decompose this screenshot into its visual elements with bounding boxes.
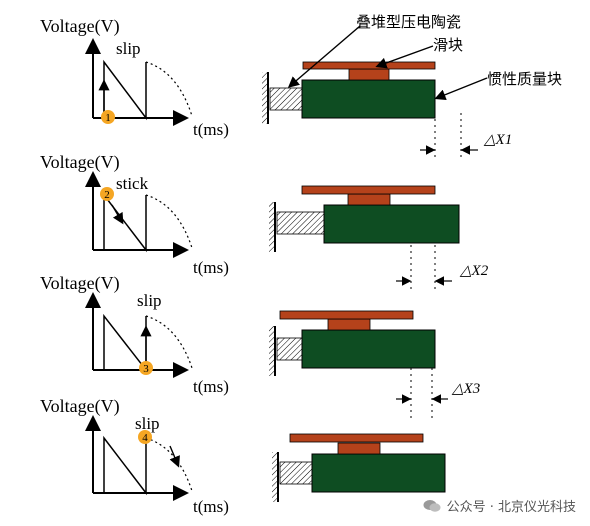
watermark-text: 公众号 · 北京仪光科技 (446, 500, 576, 515)
label-inertial-mass: 惯性质量块 (487, 70, 562, 88)
mechanism-stage-3 (269, 310, 436, 376)
voltage-axis-label: Voltage(V) (40, 152, 120, 173)
piezo-stack (269, 87, 303, 111)
step-badge (100, 187, 114, 201)
voltage-axis-label: Voltage(V) (40, 273, 120, 294)
phase-arrow (111, 204, 124, 225)
time-axis-label: t(ms) (193, 258, 229, 277)
slider-pointer (375, 45, 434, 69)
label-slider: 滑块 (433, 36, 463, 54)
step-badge (139, 361, 153, 375)
step-badge (138, 430, 152, 444)
step-number: 4 (142, 432, 148, 444)
slider (348, 68, 390, 81)
delta-symbol: △ (459, 263, 472, 279)
phase-label: slip (137, 291, 162, 310)
voltage-axis-label: Voltage(V) (40, 16, 120, 37)
piezo-stack (276, 337, 303, 361)
inertial-mass (323, 204, 460, 244)
phase-label: stick (116, 174, 149, 193)
time-axis-label: t(ms) (193, 497, 229, 516)
mechanism-stage-1 (262, 61, 436, 124)
slider (347, 193, 391, 206)
step-number: 2 (104, 189, 110, 201)
voltage-continuation (145, 437, 193, 492)
svg-text:△X1: △X1 (483, 132, 512, 148)
step-badge (101, 110, 115, 124)
watermark: 公众号 · 北京仪光科技 (423, 496, 576, 515)
step-number: 3 (143, 363, 149, 375)
mechanism-stage-4 (272, 433, 446, 502)
voltage-graph-4: Voltage(V) t(ms) slip 4 (40, 396, 229, 516)
time-axis-label: t(ms) (193, 377, 229, 396)
phase-arrow (169, 445, 180, 468)
displacement-x3: △X3 (396, 381, 480, 404)
inertial-mass (301, 329, 436, 369)
delta-symbol: △ (451, 381, 464, 397)
displacement-label: X1 (495, 132, 513, 148)
mass-pointer (434, 77, 488, 101)
phase-label: slip (116, 39, 141, 58)
voltage-graph-2: Voltage(V) t(ms) stick 2 (40, 152, 229, 277)
inertial-mass (301, 79, 436, 119)
piezo-stack (279, 461, 313, 485)
voltage-axis-label: Voltage(V) (40, 396, 120, 417)
label-piezo-stack: 叠堆型压电陶瓷 (356, 13, 461, 31)
delta-symbol: △ (483, 132, 496, 148)
top-plate (301, 185, 436, 195)
voltage-continuation (145, 61, 193, 117)
displacement-x1: △X1 (420, 132, 512, 155)
displacement-label: X3 (463, 381, 481, 397)
piezo-stack (276, 211, 325, 235)
voltage-continuation (145, 315, 193, 369)
voltage-waveform (103, 313, 147, 373)
piezo-pointer (287, 25, 361, 88)
wechat-icon (423, 499, 441, 513)
inertial-mass (311, 453, 446, 493)
step-number: 1 (105, 112, 111, 124)
callouts: 叠堆型压电陶瓷 滑块 惯性质量块 (287, 13, 562, 101)
top-plate (279, 310, 414, 320)
time-axis-label: t(ms) (193, 120, 229, 139)
voltage-waveform (103, 192, 147, 253)
top-plate (289, 433, 424, 443)
svg-text:△X2: △X2 (459, 263, 489, 279)
displacement-label: X2 (471, 263, 489, 279)
slider (327, 318, 371, 331)
displacement-x2: △X2 (396, 263, 489, 286)
voltage-continuation (145, 194, 193, 249)
mechanism-stage-2 (269, 185, 460, 252)
voltage-graph-1: Voltage(V) t(ms) slip 1 (40, 16, 229, 139)
voltage-waveform (103, 59, 147, 121)
phase-label: slip (135, 414, 160, 433)
slider (337, 442, 381, 455)
svg-text:△X3: △X3 (451, 381, 480, 397)
top-plate (302, 61, 436, 70)
reference-lines (410, 113, 462, 420)
voltage-waveform (103, 435, 147, 496)
voltage-graph-3: Voltage(V) t(ms) slip 3 (40, 273, 229, 396)
